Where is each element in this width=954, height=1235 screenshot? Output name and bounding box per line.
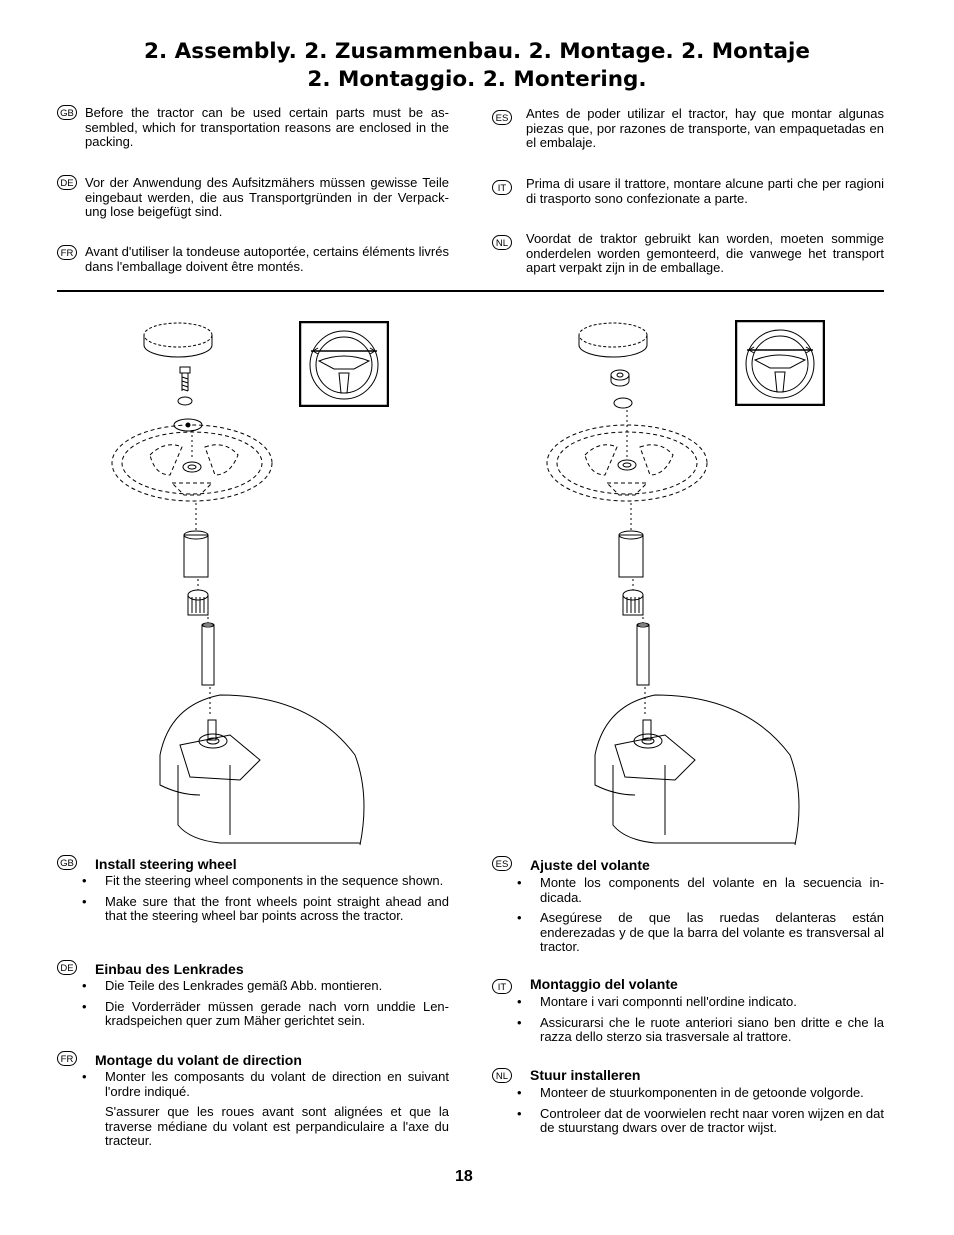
tractor-hood-icon (159, 694, 365, 845)
list-fr: •Monter les composants du volant de dire… (80, 1069, 449, 1155)
intro-es: Antes de poder utilizar el tractor, hay … (526, 106, 884, 150)
bolt-icon (179, 366, 191, 392)
page-number: 18 (455, 1168, 473, 1185)
lang-badge-es-section: ES (492, 856, 512, 871)
steering-assembly-nut-figure (546, 322, 800, 845)
list-item: •Make sure that the front wheels point s… (82, 893, 449, 923)
steering-adapter-icon (187, 589, 209, 616)
lang-badge-gb: GB (57, 105, 77, 120)
list-item: •Die Vorderräder müssen gerade nach vorn… (82, 998, 449, 1028)
list-nl: •Monteer de stuurkomponenten in de getoo… (515, 1085, 884, 1142)
list-item: S'assurer que les roues avant sont align… (105, 1104, 449, 1148)
steering-assembly-bolt-figure (111, 322, 365, 845)
heading-fr: Montage du volant de direction (95, 1052, 302, 1068)
lang-badge-nl: NL (492, 235, 512, 250)
page-title-line1: 2. Assembly. 2. Zusammenbau. 2. Montage.… (144, 39, 810, 64)
list-item: •Controleer dat de voorwielen recht naar… (517, 1105, 884, 1135)
intro-it: Prima di usare il trattore, montare alcu… (526, 176, 884, 206)
steering-shaft-icon (636, 622, 650, 686)
lang-badge-fr: FR (57, 245, 77, 260)
heading-es: Ajuste del volante (530, 857, 650, 873)
lang-badge-it-section: IT (492, 979, 512, 994)
list-de: •Die Teile des Lenkrades gemäß Abb. mont… (80, 978, 449, 1035)
steering-adapter-icon (622, 589, 644, 616)
lang-badge-de: DE (57, 175, 77, 190)
section-divider (57, 290, 884, 292)
list-gb: •Fit the steering wheel components in th… (80, 873, 449, 930)
steering-shaft-icon (201, 622, 215, 686)
right-inset-wheel-orientation (735, 320, 825, 406)
lang-badge-nl-section: NL (492, 1068, 512, 1083)
spring-washer-icon (613, 397, 633, 409)
left-inset-wheel-orientation (299, 321, 389, 407)
tractor-hood-icon (594, 694, 800, 845)
lang-badge-fr-section: FR (57, 1051, 77, 1066)
intro-gb: Before the tractor can be used certain p… (85, 105, 449, 149)
lang-badge-de-section: DE (57, 960, 77, 975)
heading-it: Montaggio del volante (530, 976, 678, 992)
list-item: •Assicurarsi che le ruote anteriori sian… (517, 1014, 884, 1044)
list-item: •Monte los components del volante en la … (517, 875, 884, 905)
nut-icon (610, 369, 630, 387)
steering-wheel-top-view-icon (745, 329, 815, 399)
intro-de: Vor der Anwendung des Aufsitzmähers müss… (85, 175, 449, 219)
steering-cap-icon (143, 322, 213, 358)
intro-fr: Avant d'utiliser la tondeuse autoportée,… (85, 244, 449, 274)
sleeve-icon (618, 530, 644, 578)
steering-wheel-top-view-icon (309, 330, 379, 400)
list-item: •Die Teile des Lenkrades gemäß Abb. mont… (82, 978, 383, 993)
list-item: •Montare i vari componnti nell'ordine in… (517, 994, 797, 1009)
sleeve-icon (183, 530, 209, 578)
list-it: •Montare i vari componnti nell'ordine in… (515, 994, 884, 1051)
lang-badge-it: IT (492, 180, 512, 195)
spring-washer-icon (177, 396, 193, 406)
steering-cap-icon (578, 322, 648, 358)
lang-badge-gb-section: GB (57, 855, 77, 870)
list-item: •Monter les composants du volant de dire… (82, 1069, 449, 1099)
intro-nl: Voordat de traktor gebruikt kan worden, … (526, 231, 884, 275)
list-item: •Asegúrese de que las ruedas delanteras … (517, 910, 884, 954)
page-title: 2. Assembly. 2. Zusammenbau. 2. Montage.… (0, 38, 954, 94)
list-item: •Monteer de stuurkomponenten in de getoo… (517, 1085, 864, 1100)
heading-nl: Stuur installeren (530, 1067, 641, 1083)
heading-gb: Install steering wheel (95, 856, 237, 872)
lang-badge-es: ES (492, 110, 512, 125)
steering-hub-icon (182, 461, 202, 473)
list-item: •Fit the steering wheel components in th… (82, 873, 444, 888)
heading-de: Einbau des Lenkrades (95, 961, 244, 977)
page-title-line2: 2. Montaggio. 2. Montering. (307, 67, 647, 92)
steering-hub-icon (617, 459, 637, 471)
list-es: •Monte los components del volante en la … (515, 875, 884, 961)
